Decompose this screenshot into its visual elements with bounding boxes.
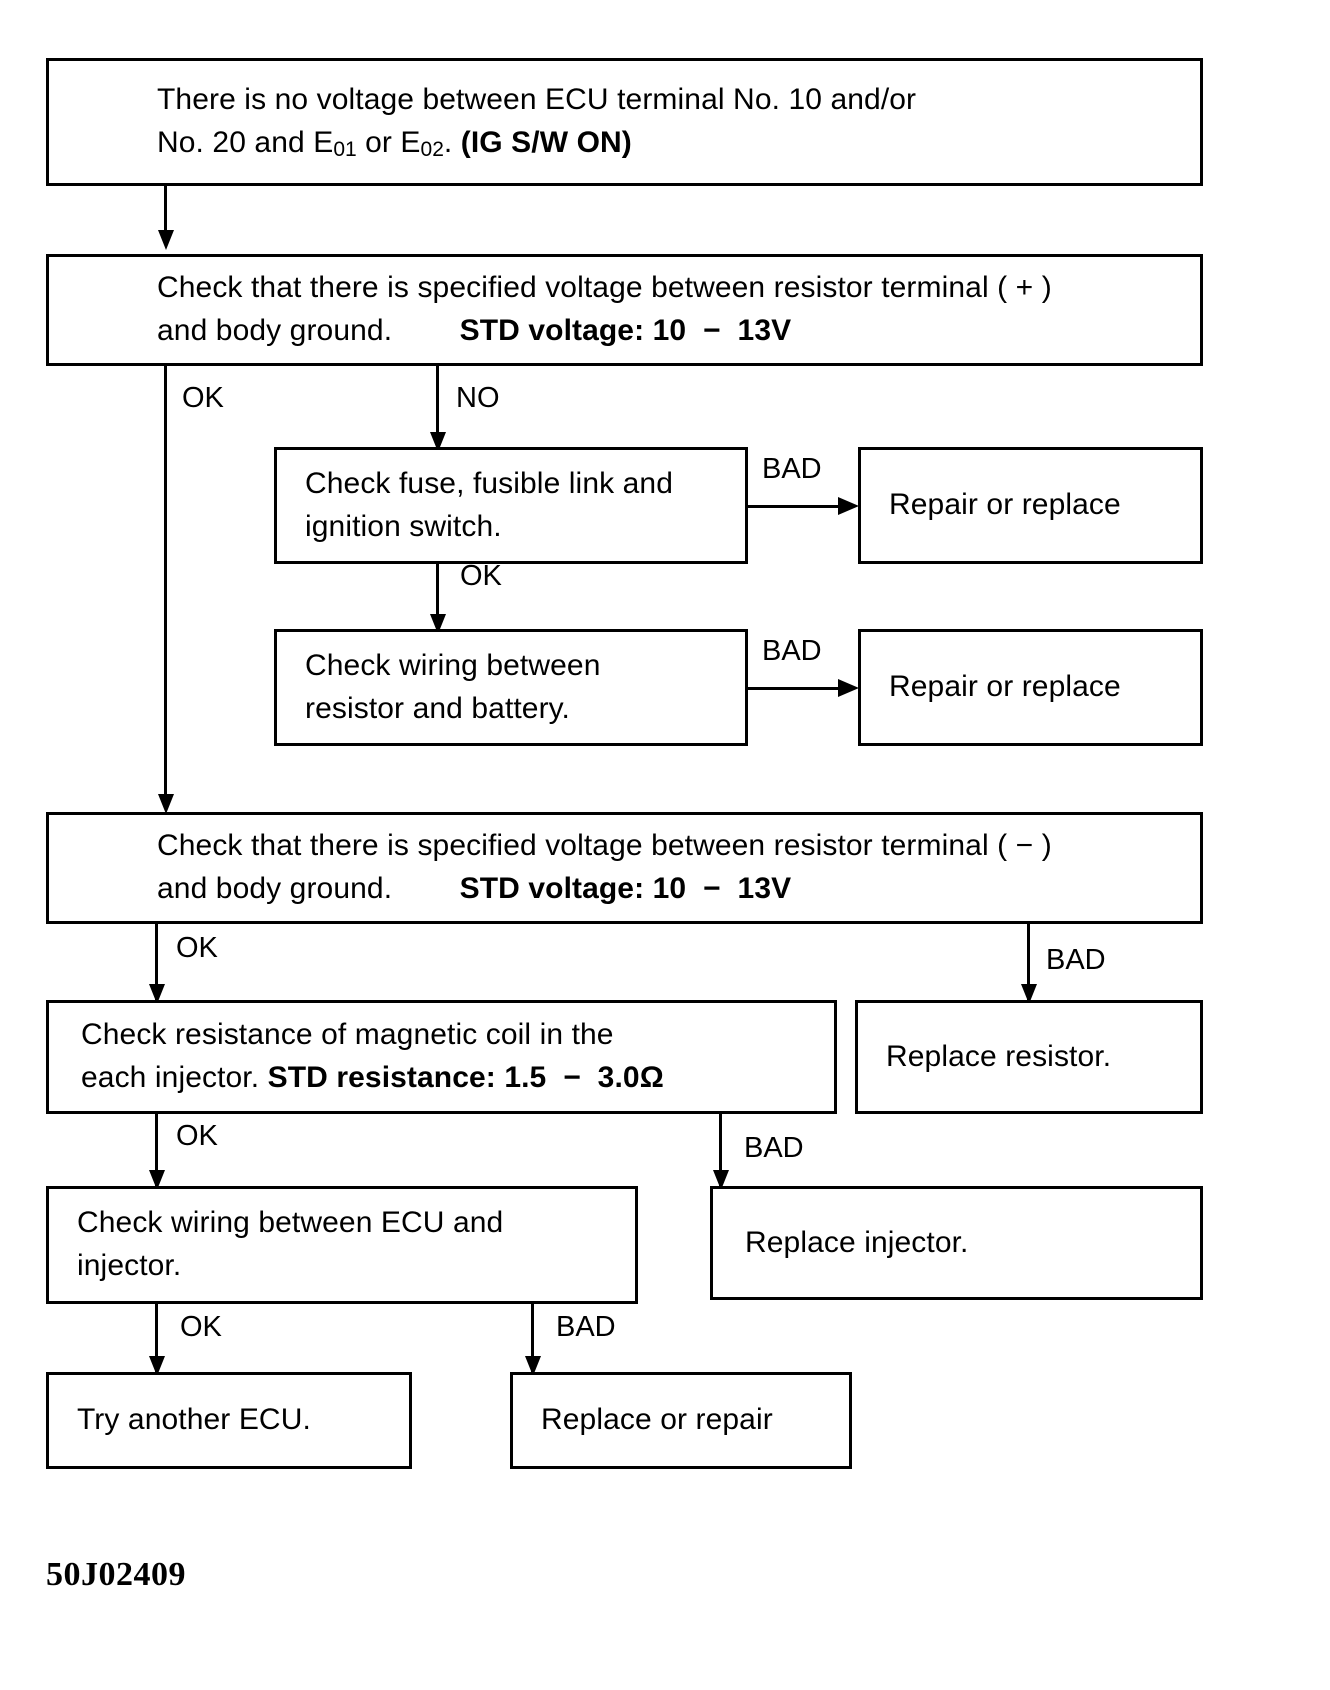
- voltage-plus-line2: and body ground. STD voltage: 10 − 13V: [157, 310, 1200, 353]
- symptom-text-a: No. 20 and E: [157, 126, 334, 159]
- node-replace-resistor: Replace resistor.: [855, 1000, 1203, 1114]
- repair-replace-2-line1: Repair or replace: [889, 670, 1121, 704]
- connector-line: [719, 1114, 722, 1186]
- connector-line: [155, 924, 158, 1000]
- resistance-std-value: : 1.5 − 3.0Ω: [485, 1061, 664, 1094]
- connector-line: [748, 687, 841, 690]
- voltage-plus-line1: Check that there is specified voltage be…: [157, 271, 1052, 305]
- connector-line: [531, 1304, 534, 1372]
- edge-label-bad-ecu-wiring: BAD: [556, 1311, 616, 1343]
- connector-line: [164, 186, 167, 239]
- voltage-minus-spacer: [392, 872, 459, 905]
- arrow-right-icon: [838, 497, 859, 515]
- voltage-plus-spacer: [392, 314, 459, 347]
- resistance-text-a: each injector.: [81, 1061, 268, 1094]
- symptom-sub-e01: 01: [333, 138, 357, 161]
- voltage-plus-text-a: and body ground.: [157, 314, 393, 347]
- wiring-resistor-line1: Check wiring between: [305, 648, 601, 682]
- arrow-down-icon: [149, 1356, 165, 1376]
- connector-line: [436, 564, 439, 629]
- edge-label-ok-fuse: OK: [460, 560, 502, 592]
- resistance-std-label: STD resistance: [267, 1061, 486, 1094]
- edge-label-bad-wiring-resistor: BAD: [762, 635, 822, 667]
- connector-line: [1027, 924, 1030, 1000]
- node-check-resistance: Check resistance of magnetic coil in the…: [46, 1000, 837, 1114]
- replace-resistor-line1: Replace resistor.: [886, 1039, 1112, 1073]
- arrow-down-icon: [1021, 984, 1037, 1004]
- node-check-wiring-ecu: Check wiring between ECU and injector.: [46, 1186, 638, 1304]
- voltage-plus-std-label: STD voltage: [459, 314, 635, 347]
- check-resistance-line2: each injector. STD resistance: 1.5 − 3.0…: [81, 1057, 834, 1100]
- arrow-down-icon: [158, 230, 174, 250]
- replace-injector-line1: Replace injector.: [745, 1225, 969, 1259]
- symptom-sub-e02: 02: [420, 138, 444, 161]
- symptom-text-c: .: [443, 126, 461, 159]
- node-repair-or-replace-1: Repair or replace: [858, 447, 1203, 564]
- arrow-down-icon: [525, 1356, 541, 1376]
- node-replace-or-repair: Replace or repair: [510, 1372, 852, 1469]
- node-replace-injector: Replace injector.: [710, 1186, 1203, 1300]
- voltage-minus-std-value: : 10 − 13V: [634, 872, 792, 905]
- node-repair-or-replace-2: Repair or replace: [858, 629, 1203, 746]
- node-check-fuse: Check fuse, fusible link and ignition sw…: [274, 447, 748, 564]
- wiring-ecu-line2: injector.: [77, 1249, 182, 1282]
- edge-label-bad-fuse: BAD: [762, 453, 822, 485]
- connector-line: [748, 505, 841, 508]
- node-check-voltage-minus: Check that there is specified voltage be…: [46, 812, 1203, 924]
- voltage-minus-line2: and body ground. STD voltage: 10 − 13V: [157, 868, 1200, 911]
- edge-label-bad-injector: BAD: [744, 1132, 804, 1164]
- node-check-wiring-resistor: Check wiring between resistor and batter…: [274, 629, 748, 746]
- arrow-down-icon: [713, 1170, 729, 1190]
- voltage-minus-line1: Check that there is specified voltage be…: [157, 829, 1052, 863]
- node-check-voltage-plus: Check that there is specified voltage be…: [46, 254, 1203, 366]
- check-resistance-line1: Check resistance of magnetic coil in the: [81, 1018, 614, 1052]
- figure-caption: 50J02409: [46, 1556, 186, 1593]
- node-symptom-line1: There is no voltage between ECU terminal…: [157, 83, 917, 117]
- edge-label-bad-resistor: BAD: [1046, 944, 1106, 976]
- voltage-minus-std-label: STD voltage: [459, 872, 635, 905]
- symptom-text-b: or E: [356, 126, 421, 159]
- arrow-down-icon: [149, 984, 165, 1004]
- connector-line: [164, 366, 167, 804]
- node-try-another-ecu: Try another ECU.: [46, 1372, 412, 1469]
- replace-or-repair-line1: Replace or repair: [541, 1403, 773, 1437]
- connector-line: [155, 1304, 158, 1372]
- symptom-ig-sw-on: (IG S/W ON): [460, 126, 632, 159]
- edge-label-ok-2: OK: [176, 932, 218, 964]
- node-symptom: There is no voltage between ECU terminal…: [46, 58, 1203, 186]
- edge-label-no-1: NO: [456, 382, 500, 414]
- arrow-down-icon: [158, 794, 174, 814]
- voltage-minus-text-a: and body ground.: [157, 872, 393, 905]
- connector-line: [155, 1114, 158, 1186]
- wiring-resistor-line2: resistor and battery.: [305, 691, 570, 725]
- edge-label-ok-1: OK: [182, 382, 224, 414]
- arrow-right-icon: [838, 679, 859, 697]
- check-fuse-line2: ignition switch.: [305, 509, 502, 543]
- edge-label-ok-4: OK: [180, 1311, 222, 1343]
- edge-label-ok-3: OK: [176, 1120, 218, 1152]
- wiring-ecu-line1: Check wiring between ECU and: [77, 1206, 504, 1240]
- arrow-down-icon: [149, 1170, 165, 1190]
- voltage-plus-std-value: : 10 − 13V: [634, 314, 792, 347]
- check-fuse-line1: Check fuse, fusible link and: [305, 466, 673, 500]
- node-symptom-line2: No. 20 and E01 or E02. (IG S/W ON): [157, 122, 1200, 165]
- repair-replace-1-line1: Repair or replace: [889, 488, 1121, 522]
- try-another-ecu-line1: Try another ECU.: [77, 1403, 311, 1437]
- connector-line: [436, 366, 439, 447]
